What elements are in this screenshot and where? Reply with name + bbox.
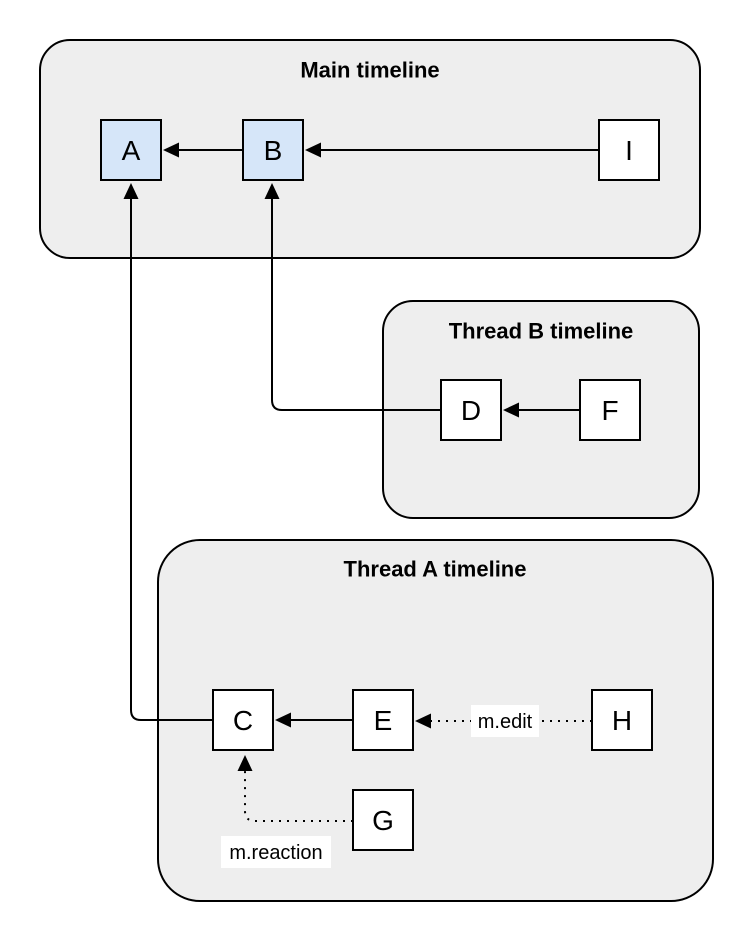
node-B-box <box>242 119 304 181</box>
node-A: A <box>100 119 162 181</box>
edge-label-m-edit-bg <box>471 705 539 737</box>
edge-label-m-reaction-bg <box>221 836 331 868</box>
node-C: C <box>212 689 274 751</box>
node-B: B <box>242 119 304 181</box>
arrowhead-up-icon <box>237 755 253 771</box>
container-thread-b-timeline-title: Thread B timeline <box>449 319 634 344</box>
arrowhead-up-icon <box>264 183 280 199</box>
node-I-box <box>598 119 660 181</box>
edge-g-to-c: m.reaction <box>221 755 353 868</box>
node-I: I <box>598 119 660 181</box>
node-C-box <box>212 689 274 751</box>
node-F-box <box>579 379 641 441</box>
node-C-label: C <box>233 705 253 736</box>
edge-b-to-a <box>163 142 243 158</box>
arrowhead-up-icon <box>123 183 139 199</box>
edge-d-to-b <box>264 183 441 411</box>
node-E: E <box>352 689 414 751</box>
arrowhead-left-icon <box>503 402 519 418</box>
arrowhead-left-icon <box>305 142 321 158</box>
edge-c-to-a-path <box>130 196 213 721</box>
node-D: D <box>440 379 502 441</box>
node-F: F <box>579 379 641 441</box>
edge-label-m-edit: m.edit <box>478 711 533 733</box>
node-G-box <box>352 789 414 851</box>
edge-e-to-c <box>275 712 353 728</box>
node-H: H <box>591 689 653 751</box>
node-D-label: D <box>461 395 481 426</box>
edge-i-to-b <box>305 142 599 158</box>
node-I-label: I <box>625 135 633 166</box>
node-G: G <box>352 789 414 851</box>
node-A-box <box>100 119 162 181</box>
container-thread-a-timeline-title: Thread A timeline <box>344 557 527 582</box>
edge-label-m-reaction: m.reaction <box>229 842 322 864</box>
edge-c-to-a <box>123 183 213 721</box>
arrowhead-left-icon <box>163 142 179 158</box>
edge-h-to-e: m.edit <box>415 705 592 737</box>
node-H-box <box>591 689 653 751</box>
arrowhead-left-icon <box>275 712 291 728</box>
node-H-label: H <box>612 705 632 736</box>
edge-f-to-d <box>503 402 580 418</box>
arrowhead-left-icon <box>415 713 431 729</box>
node-B-label: B <box>264 135 283 166</box>
node-A-label: A <box>122 135 141 166</box>
container-main-timeline-title: Main timeline <box>300 58 439 83</box>
edge-d-to-b-path <box>271 196 441 411</box>
node-D-box <box>440 379 502 441</box>
node-E-box <box>352 689 414 751</box>
node-G-label: G <box>372 805 394 836</box>
node-E-label: E <box>374 705 393 736</box>
node-F-label: F <box>601 395 618 426</box>
